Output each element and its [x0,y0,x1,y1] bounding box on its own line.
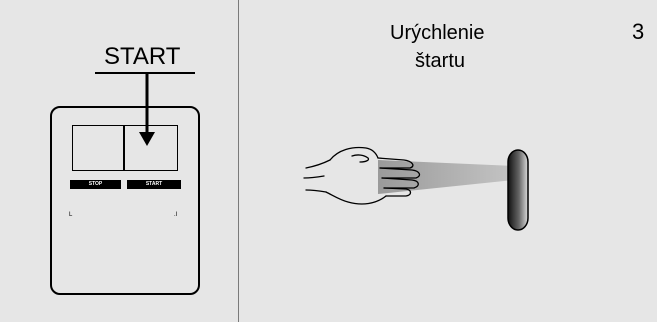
start-callout-label: START [104,43,181,70]
right-panel [239,0,657,322]
beam [378,160,514,194]
stop-label-bar: STOP [70,180,121,189]
panel-divider [238,0,239,322]
title-line-2: štartu [415,50,466,72]
sensor-icon [507,149,529,231]
start-callout-underline [95,72,195,74]
rocker-switch[interactable] [72,125,178,171]
title-line-1: Urýchlenie [390,22,485,44]
page-number: 3 [632,19,645,44]
hand-icon [303,146,421,205]
corner-mark-left: L [69,212,73,218]
start-label-bar: START [127,180,181,189]
control-device [50,106,200,295]
rocker-switch-divider [123,125,125,171]
corner-mark-right: .I [174,212,178,218]
down-arrow-icon [139,74,155,146]
